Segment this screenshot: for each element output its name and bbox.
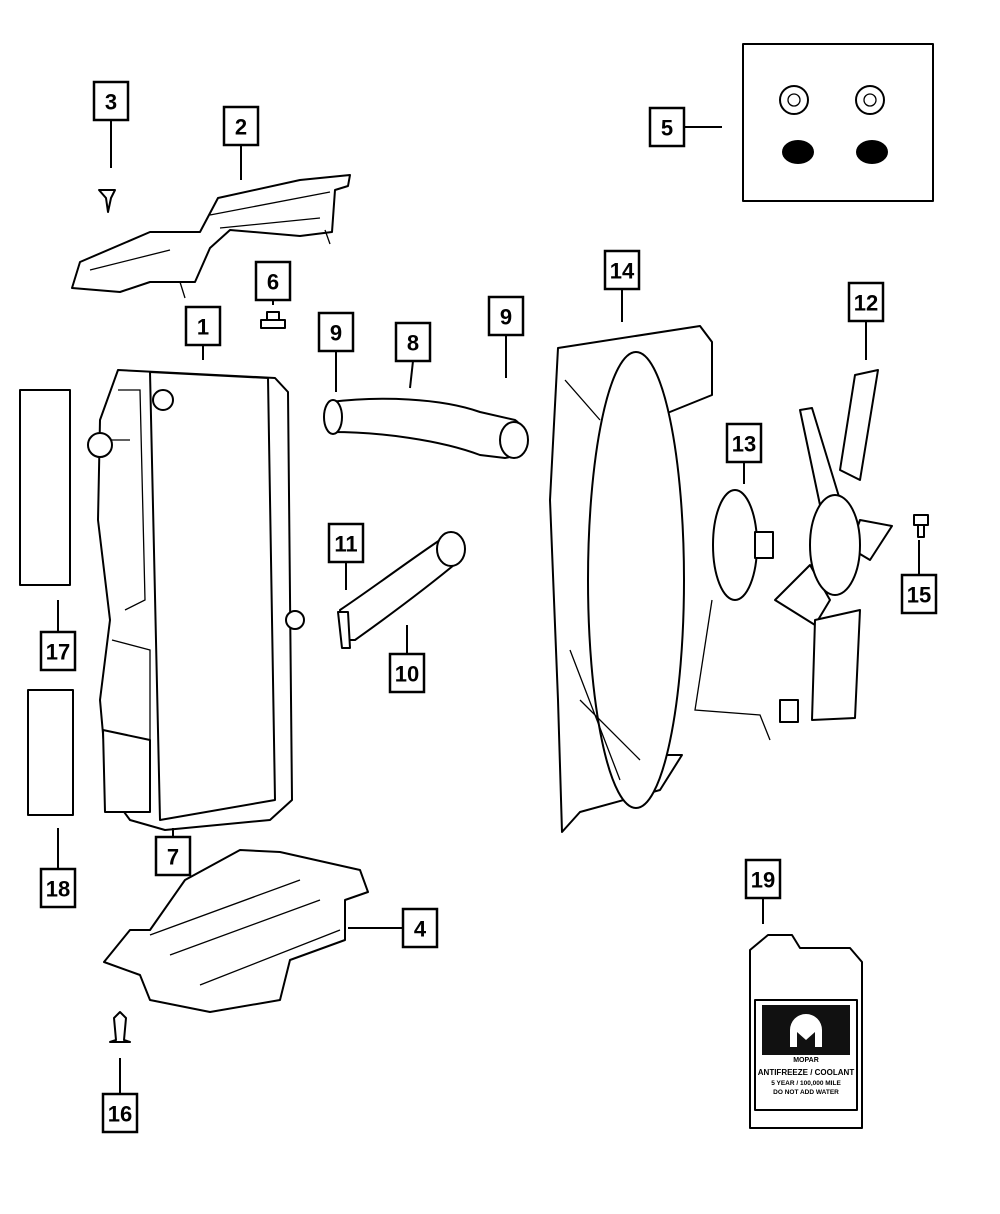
callout-11: 11 xyxy=(327,522,365,590)
callout-number: 10 xyxy=(395,662,419,687)
callout-number: 17 xyxy=(46,640,70,665)
callout-number: 7 xyxy=(167,845,179,870)
callout-box xyxy=(487,295,525,337)
part-foam-seal-lower xyxy=(27,689,74,816)
part-fan-shroud xyxy=(549,325,713,833)
callout-box xyxy=(394,321,432,363)
callout-box xyxy=(327,522,365,564)
part-lower-shield xyxy=(103,849,369,1013)
part-radiator xyxy=(87,369,305,831)
callout-box xyxy=(388,652,426,694)
part-push-pin xyxy=(109,1011,131,1043)
part-fan-clutch xyxy=(694,489,799,741)
callout-number: 8 xyxy=(407,331,419,356)
part-bolt xyxy=(913,514,929,538)
callout-14: 14 xyxy=(603,249,641,322)
callout-number: 16 xyxy=(108,1102,132,1127)
callout-number: 6 xyxy=(267,270,279,295)
callout-18: 18 xyxy=(39,828,77,909)
callout-box xyxy=(39,630,77,672)
callout-box xyxy=(101,1092,139,1134)
callout-number: 18 xyxy=(46,877,70,902)
callout-number: 2 xyxy=(235,115,247,140)
callout-15: 15 xyxy=(900,540,938,615)
part-lower-hose xyxy=(337,531,466,649)
callout-4: 4 xyxy=(348,907,439,949)
part-fan xyxy=(774,369,893,721)
jug-line1: 5 YEAR / 100,000 MILE xyxy=(771,1080,841,1087)
callout-box xyxy=(900,573,938,615)
callout-2: 2 xyxy=(222,105,260,180)
callout-19: 19 xyxy=(744,858,782,924)
callout-number: 13 xyxy=(732,432,756,457)
callout-number: 15 xyxy=(907,583,931,608)
callout-number: 5 xyxy=(661,116,673,141)
callout-8: 8 xyxy=(394,321,432,389)
part-upper-deflector xyxy=(71,174,351,299)
callout-number: 4 xyxy=(414,917,427,942)
callout-1: 1 xyxy=(184,305,222,360)
callout-6: 6 xyxy=(254,260,292,305)
callout-5: 5 xyxy=(648,106,722,148)
part-coolant-jug: MOPAR ANTIFREEZE / COOLANT 5 YEAR / 100,… xyxy=(749,934,863,1129)
leader-line xyxy=(409,360,414,389)
callout-box xyxy=(725,422,763,464)
callout-box xyxy=(603,249,641,291)
callout-number: 14 xyxy=(610,259,635,284)
part-upper-hose xyxy=(323,397,529,459)
callout-box xyxy=(847,281,885,323)
callout-box xyxy=(317,311,355,353)
part-grommet-kit xyxy=(742,43,934,202)
callout-number: 9 xyxy=(500,305,512,330)
part-push-clip xyxy=(98,189,116,213)
callout-12: 12 xyxy=(847,281,885,360)
callout-17: 17 xyxy=(39,600,77,672)
callout-number: 19 xyxy=(751,868,775,893)
callout-9: 9 xyxy=(487,295,525,378)
callout-number: 11 xyxy=(334,532,357,557)
callout-3: 3 xyxy=(92,80,130,168)
callout-number: 9 xyxy=(330,321,342,346)
jug-product: ANTIFREEZE / COOLANT xyxy=(758,1068,855,1077)
callout-number: 3 xyxy=(105,90,117,115)
callout-box xyxy=(222,105,260,147)
callout-9: 9 xyxy=(317,311,355,392)
jug-line2: DO NOT ADD WATER xyxy=(773,1089,839,1096)
part-radiator-cap xyxy=(260,311,286,329)
callout-box xyxy=(744,858,782,900)
callout-7: 7 xyxy=(154,828,192,877)
callout-box xyxy=(92,80,130,122)
callout-box xyxy=(401,907,439,949)
callout-box xyxy=(648,106,686,148)
callout-13: 13 xyxy=(725,422,763,484)
callout-number: 1 xyxy=(197,315,209,340)
callout-number: 12 xyxy=(854,291,878,316)
callout-10: 10 xyxy=(388,625,426,694)
callout-box xyxy=(39,867,77,909)
callout-box xyxy=(184,305,222,347)
callout-box xyxy=(254,260,292,302)
callout-16: 16 xyxy=(101,1058,139,1134)
callout-box xyxy=(154,835,192,877)
jug-brand: MOPAR xyxy=(793,1057,819,1064)
part-foam-seal-upper xyxy=(19,389,71,586)
mopar-logo xyxy=(790,1014,822,1047)
